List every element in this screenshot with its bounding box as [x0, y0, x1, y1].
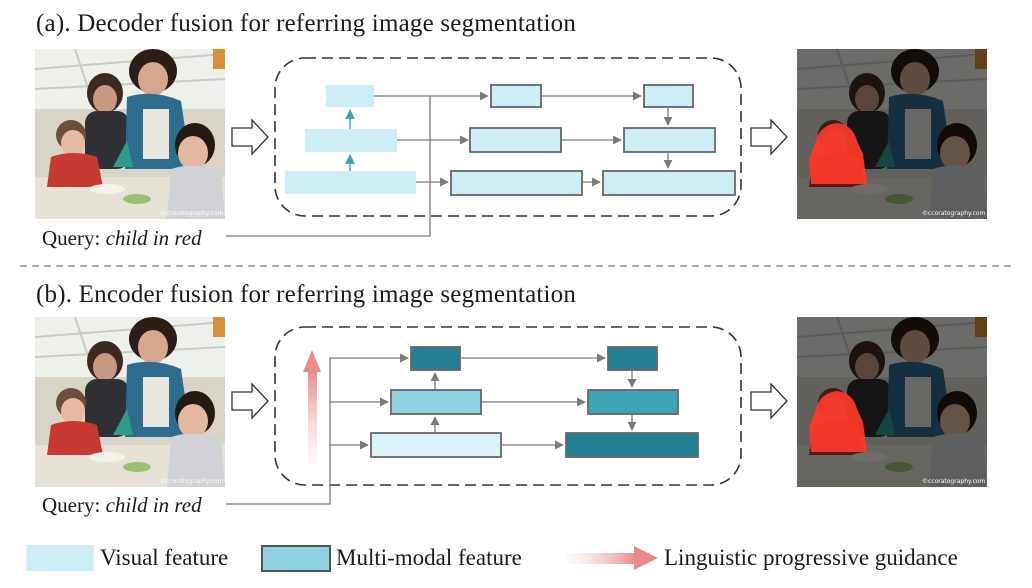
panel-a-fusion-box-top-1	[490, 84, 542, 108]
panel-a-input-image: ©ccoratography.com	[35, 49, 225, 219]
legend-multimodal-swatch	[261, 545, 331, 572]
panel-a-visual-box-bottom	[285, 171, 416, 194]
panel-b-box-bottom-2	[565, 432, 699, 458]
legend-guidance-head	[634, 546, 658, 570]
panel-b-input-image: ©ccoratography.com	[35, 317, 225, 487]
panel-a-visual-box-top	[326, 85, 374, 107]
legend-multimodal-label: Multi-modal feature	[336, 545, 522, 570]
panel-b-box-top-2	[607, 346, 658, 371]
panel-a-fusion-box-mid-2	[623, 127, 716, 153]
panel-b-guidance-arrow-shaft	[308, 370, 317, 465]
svg-text:©ccoratography.com: ©ccoratography.com	[922, 210, 986, 217]
panel-b-box-mid-1	[390, 389, 482, 415]
panel-b-box-top-1	[410, 346, 461, 371]
panel-a-query-prefix: Query:	[42, 226, 106, 250]
panel-b-query-line	[226, 353, 409, 505]
legend-visual-swatch	[26, 545, 94, 571]
panel-b-input-arrow	[231, 382, 269, 420]
svg-text:©ccoratography.com: ©ccoratography.com	[922, 478, 986, 485]
panel-a-fusion-box-bottom-1	[450, 170, 583, 196]
legend-guidance-shaft	[566, 553, 636, 564]
panel-a-query: Query: child in red	[42, 226, 202, 251]
legend-visual-label: Visual feature	[100, 545, 229, 570]
panel-a-visual-box-mid	[305, 129, 397, 152]
panel-a-fusion-box-bottom-2	[602, 170, 736, 196]
panel-a-query-line	[226, 96, 431, 237]
panel-b-box-bottom-1	[370, 432, 502, 458]
svg-text:©ccoratography.com: ©ccoratography.com	[160, 210, 224, 217]
panel-a-output-image: ©ccoratography.com	[797, 49, 987, 219]
panel-a-input-arrow	[231, 118, 269, 156]
panel-b-box-mid-2	[587, 389, 679, 415]
panel-b-fusion-container	[274, 326, 742, 486]
panel-a-title: (a). Decoder fusion for referring image …	[36, 10, 577, 37]
panel-b-query-prefix: Query:	[42, 493, 106, 517]
panel-b-query-text: child in red	[105, 493, 202, 517]
panel-b-output-arrow	[750, 382, 788, 420]
panel-b-guidance-arrow-head	[303, 350, 321, 372]
panel-a-fusion-box-mid-1	[469, 127, 562, 153]
panel-a-fusion-container	[274, 57, 742, 217]
panel-b-query: Query: child in red	[42, 493, 202, 518]
panel-b-title: (b). Encoder fusion for referring image …	[36, 281, 577, 308]
panel-a-query-text: child in red	[105, 226, 202, 250]
panel-b-output-image: ©ccoratography.com	[797, 317, 987, 487]
svg-text:©ccoratography.com: ©ccoratography.com	[160, 478, 224, 485]
legend-guidance-label: Linguistic progressive guidance	[664, 545, 958, 570]
panel-a-output-arrow	[750, 118, 788, 156]
panel-a-fusion-box-top-2	[643, 84, 694, 108]
